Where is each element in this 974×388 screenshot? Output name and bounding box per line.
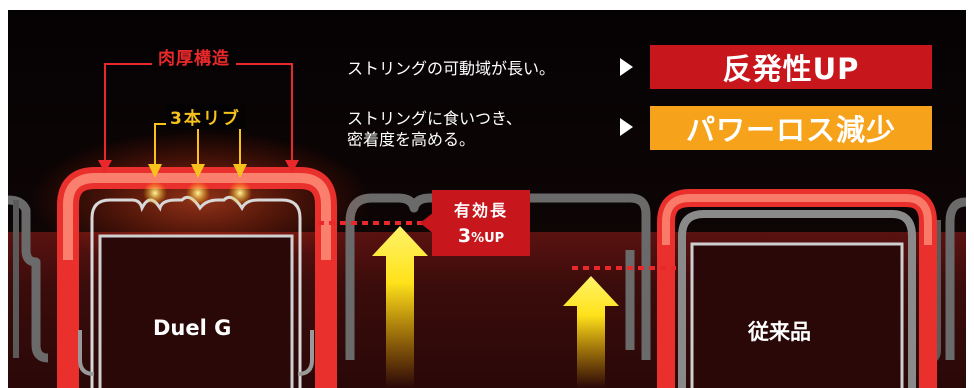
yellow-arrow-1 — [148, 164, 162, 178]
power-loss-badge: パワーロス減少 — [650, 106, 932, 150]
effective-length-pointer — [420, 212, 434, 234]
effective-length-box: 有効長 3%UP — [432, 190, 530, 256]
effective-length-title: 有効長 — [453, 201, 508, 220]
rebound-up-badge: 反発性UP — [650, 45, 932, 89]
red-arrow-left — [98, 160, 112, 173]
conventional-grommet — [657, 189, 937, 388]
rib-glows — [143, 181, 252, 205]
yellow-arrow-2 — [191, 164, 205, 178]
description-line-2b: 密着度を高める。 — [347, 130, 476, 149]
description-line-1: ストリングの可動域が長い。 — [347, 59, 556, 78]
red-arrow-right — [285, 160, 299, 173]
effective-length-value-line: 3%UP — [432, 225, 530, 247]
up-arrows — [372, 226, 619, 388]
play-triangle-1-icon — [620, 58, 633, 76]
effective-length-lines — [318, 221, 676, 270]
description-line-2a: ストリングに食いつき、 — [347, 109, 522, 128]
thick-structure-label: 肉厚構造 — [152, 44, 236, 69]
three-ribs-label: 3本リブ — [166, 104, 245, 129]
yellow-arrow-3 — [233, 164, 247, 178]
product-duel-g-label: Duel G — [153, 316, 232, 340]
effective-length-unit: %UP — [471, 231, 505, 246]
product-conventional-label: 従来品 — [748, 320, 811, 344]
play-triangle-2-icon — [620, 118, 633, 136]
duel-grommet — [57, 167, 337, 388]
effective-length-value: 3 — [457, 225, 472, 247]
